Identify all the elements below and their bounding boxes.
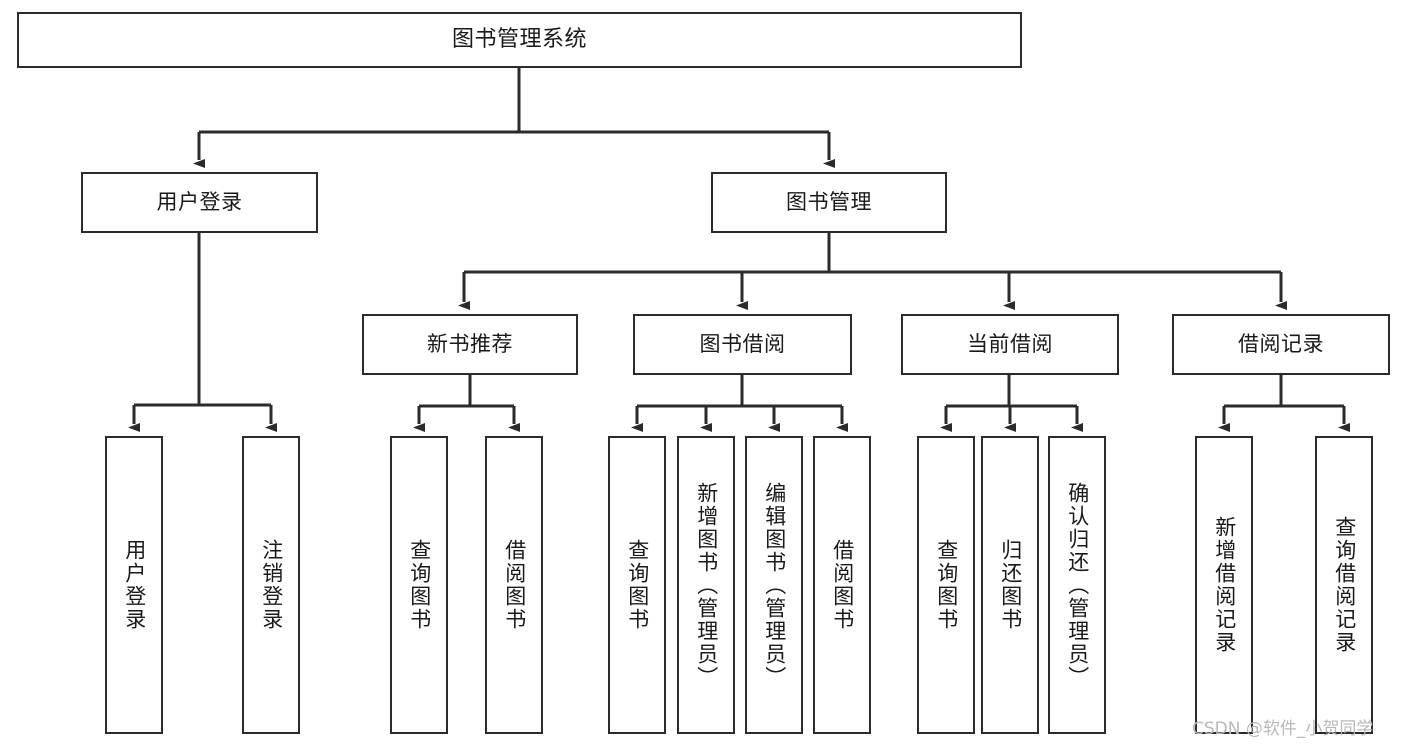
node-book-borrow[interactable]: 图书借阅 (633, 314, 852, 375)
node-leaf-edit-book[interactable]: 编辑图书（管理员） (745, 436, 803, 734)
node-leaf-return-book[interactable]: 归还图书 (981, 436, 1039, 734)
node-leaf-confirm-return[interactable]: 确认归还（管理员） (1048, 436, 1106, 734)
node-leaf-query-book-3-label: 查询图书 (934, 539, 959, 631)
edge-new-book-recommend-to-leaves (413, 375, 520, 432)
node-new-book-recommend[interactable]: 新书推荐 (362, 314, 578, 375)
node-leaf-confirm-return-label: 确认归还（管理员） (1065, 481, 1090, 689)
node-leaf-query-record-label: 查询借阅记录 (1332, 516, 1357, 654)
node-leaf-query-book-3[interactable]: 查询图书 (917, 436, 975, 734)
node-current-borrow-label: 当前借阅 (967, 332, 1053, 357)
node-leaf-borrow-book-1[interactable]: 借阅图书 (485, 436, 543, 734)
node-leaf-user-login-label: 用户登录 (122, 539, 147, 631)
node-book-manage-label: 图书管理 (786, 190, 872, 215)
node-leaf-add-record[interactable]: 新增借阅记录 (1195, 436, 1253, 734)
node-leaf-edit-book-label: 编辑图书（管理员） (762, 481, 787, 689)
node-leaf-query-record[interactable]: 查询借阅记录 (1315, 436, 1373, 734)
node-leaf-logout[interactable]: 注销登录 (242, 436, 300, 734)
node-root[interactable]: 图书管理系统 (17, 12, 1022, 68)
node-leaf-borrow-book-2[interactable]: 借阅图书 (813, 436, 871, 734)
node-leaf-user-login[interactable]: 用户登录 (105, 436, 163, 734)
node-leaf-query-book-2[interactable]: 查询图书 (608, 436, 666, 734)
edge-user-login-to-leaves (128, 233, 277, 432)
node-current-borrow[interactable]: 当前借阅 (901, 314, 1119, 375)
node-leaf-query-book-2-label: 查询图书 (625, 539, 650, 631)
watermark: CSDN @软件_小贺同学 (1192, 719, 1374, 739)
node-leaf-return-book-label: 归还图书 (998, 539, 1023, 631)
node-leaf-query-book-1-label: 查询图书 (407, 539, 432, 631)
node-leaf-add-record-label: 新增借阅记录 (1212, 516, 1237, 654)
edge-book-borrow-to-leaves (631, 375, 848, 432)
node-leaf-logout-label: 注销登录 (259, 539, 284, 631)
node-leaf-borrow-book-2-label: 借阅图书 (830, 539, 855, 631)
node-book-borrow-label: 图书借阅 (699, 332, 786, 357)
node-root-label: 图书管理系统 (451, 27, 587, 53)
node-leaf-query-book-1[interactable]: 查询图书 (390, 436, 448, 734)
node-leaf-add-book-label: 新增图书（管理员） (694, 481, 719, 689)
node-borrow-record-label: 借阅记录 (1238, 332, 1324, 357)
edge-borrow-record-to-leaves (1218, 375, 1350, 432)
node-borrow-record[interactable]: 借阅记录 (1172, 314, 1390, 375)
node-leaf-borrow-book-1-label: 借阅图书 (502, 539, 527, 631)
edge-current-borrow-to-leaves (940, 375, 1083, 432)
node-user-login-label: 用户登录 (156, 190, 243, 215)
node-new-book-recommend-label: 新书推荐 (427, 332, 513, 357)
edge-book-manage-to-level3 (458, 233, 1287, 310)
node-user-login[interactable]: 用户登录 (81, 172, 318, 233)
edge-root-to-level2 (193, 68, 835, 168)
node-book-manage[interactable]: 图书管理 (711, 172, 947, 233)
node-leaf-add-book[interactable]: 新增图书（管理员） (677, 436, 735, 734)
